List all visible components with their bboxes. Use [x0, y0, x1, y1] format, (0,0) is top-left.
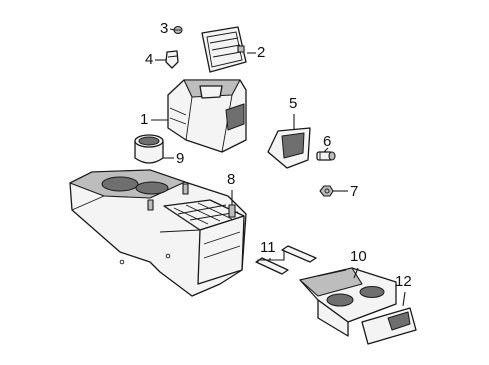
callout-1: 1 — [140, 111, 149, 128]
leader-6 — [323, 147, 329, 153]
callout-5: 5 — [289, 95, 298, 112]
leader-3 — [169, 28, 176, 31]
part-6-socket — [316, 151, 336, 161]
part-4-clip — [165, 50, 179, 69]
callout-4: 4 — [145, 51, 154, 68]
console-body — [69, 169, 247, 297]
leader-12 — [402, 291, 406, 307]
callout-8: 8 — [227, 171, 236, 188]
part-3-screw — [173, 25, 183, 35]
part-11-trim-strips — [255, 245, 317, 275]
part-5-bezel — [267, 127, 311, 169]
part-1-armrest-housing — [167, 79, 247, 153]
callout-10: 10 — [350, 248, 367, 265]
part-10-cup-tray — [299, 267, 397, 337]
part-7-nut — [319, 185, 334, 197]
callout-12: 12 — [395, 273, 412, 290]
callout-9: 9 — [176, 150, 185, 167]
part-12-holder-bezel — [361, 307, 417, 345]
callout-6: 6 — [323, 133, 332, 150]
leader-10 — [353, 267, 359, 279]
callout-7: 7 — [350, 183, 359, 200]
callout-2: 2 — [257, 44, 266, 61]
callout-11: 11 — [260, 239, 276, 256]
callout-3: 3 — [160, 20, 169, 37]
leader-lines — [151, 28, 406, 307]
leader-11 — [257, 250, 285, 262]
part-9-cup-insert — [134, 134, 164, 164]
part-2-lid-panel — [201, 26, 247, 73]
